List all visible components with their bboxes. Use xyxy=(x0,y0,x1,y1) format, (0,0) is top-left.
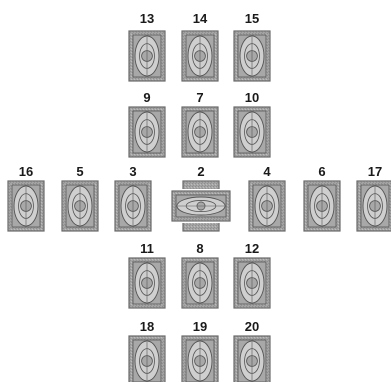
card-2: 2 xyxy=(170,164,232,231)
card-position-label: 20 xyxy=(245,319,259,334)
card-position-label: 17 xyxy=(368,164,382,179)
cards-layer: 13 14 15 9 7 10 16 5 3 2 4 6 17 11 8 12 18 19 20 xyxy=(8,11,391,382)
card-position-label: 14 xyxy=(193,11,208,26)
card-position-label: 10 xyxy=(245,90,259,105)
card-position-label: 16 xyxy=(19,164,33,179)
card-20: 20 xyxy=(234,319,270,382)
card-19: 19 xyxy=(182,319,218,382)
card-17: 17 xyxy=(357,164,391,231)
card-9: 9 xyxy=(129,90,165,157)
card-18: 18 xyxy=(129,319,165,382)
card-position-label: 2 xyxy=(197,164,204,179)
card-12: 12 xyxy=(234,241,270,308)
card-7: 7 xyxy=(182,90,218,157)
card-position-label: 3 xyxy=(129,164,136,179)
card-3: 3 xyxy=(115,164,151,231)
card-position-label: 9 xyxy=(143,90,150,105)
card-position-label: 18 xyxy=(140,319,154,334)
card-position-label: 7 xyxy=(196,90,203,105)
card-16: 16 xyxy=(8,164,44,231)
card-position-label: 12 xyxy=(245,241,259,256)
card-position-label: 19 xyxy=(193,319,207,334)
card-11: 11 xyxy=(129,241,165,308)
card-position-label: 11 xyxy=(140,241,154,256)
card-8: 8 xyxy=(182,241,218,308)
card-position-label: 8 xyxy=(196,241,203,256)
card-10: 10 xyxy=(234,90,270,157)
card-13: 13 xyxy=(129,11,165,81)
card-14: 14 xyxy=(182,11,218,81)
card-6: 6 xyxy=(304,164,340,231)
card-position-label: 13 xyxy=(140,11,154,26)
card-crossing-face xyxy=(170,189,232,223)
card-5: 5 xyxy=(62,164,98,231)
card-position-label: 4 xyxy=(263,164,271,179)
card-position-label: 6 xyxy=(318,164,325,179)
card-15: 15 xyxy=(234,11,270,81)
card-position-label: 5 xyxy=(76,164,83,179)
card-position-label: 15 xyxy=(245,11,259,26)
card-4: 4 xyxy=(249,164,285,231)
